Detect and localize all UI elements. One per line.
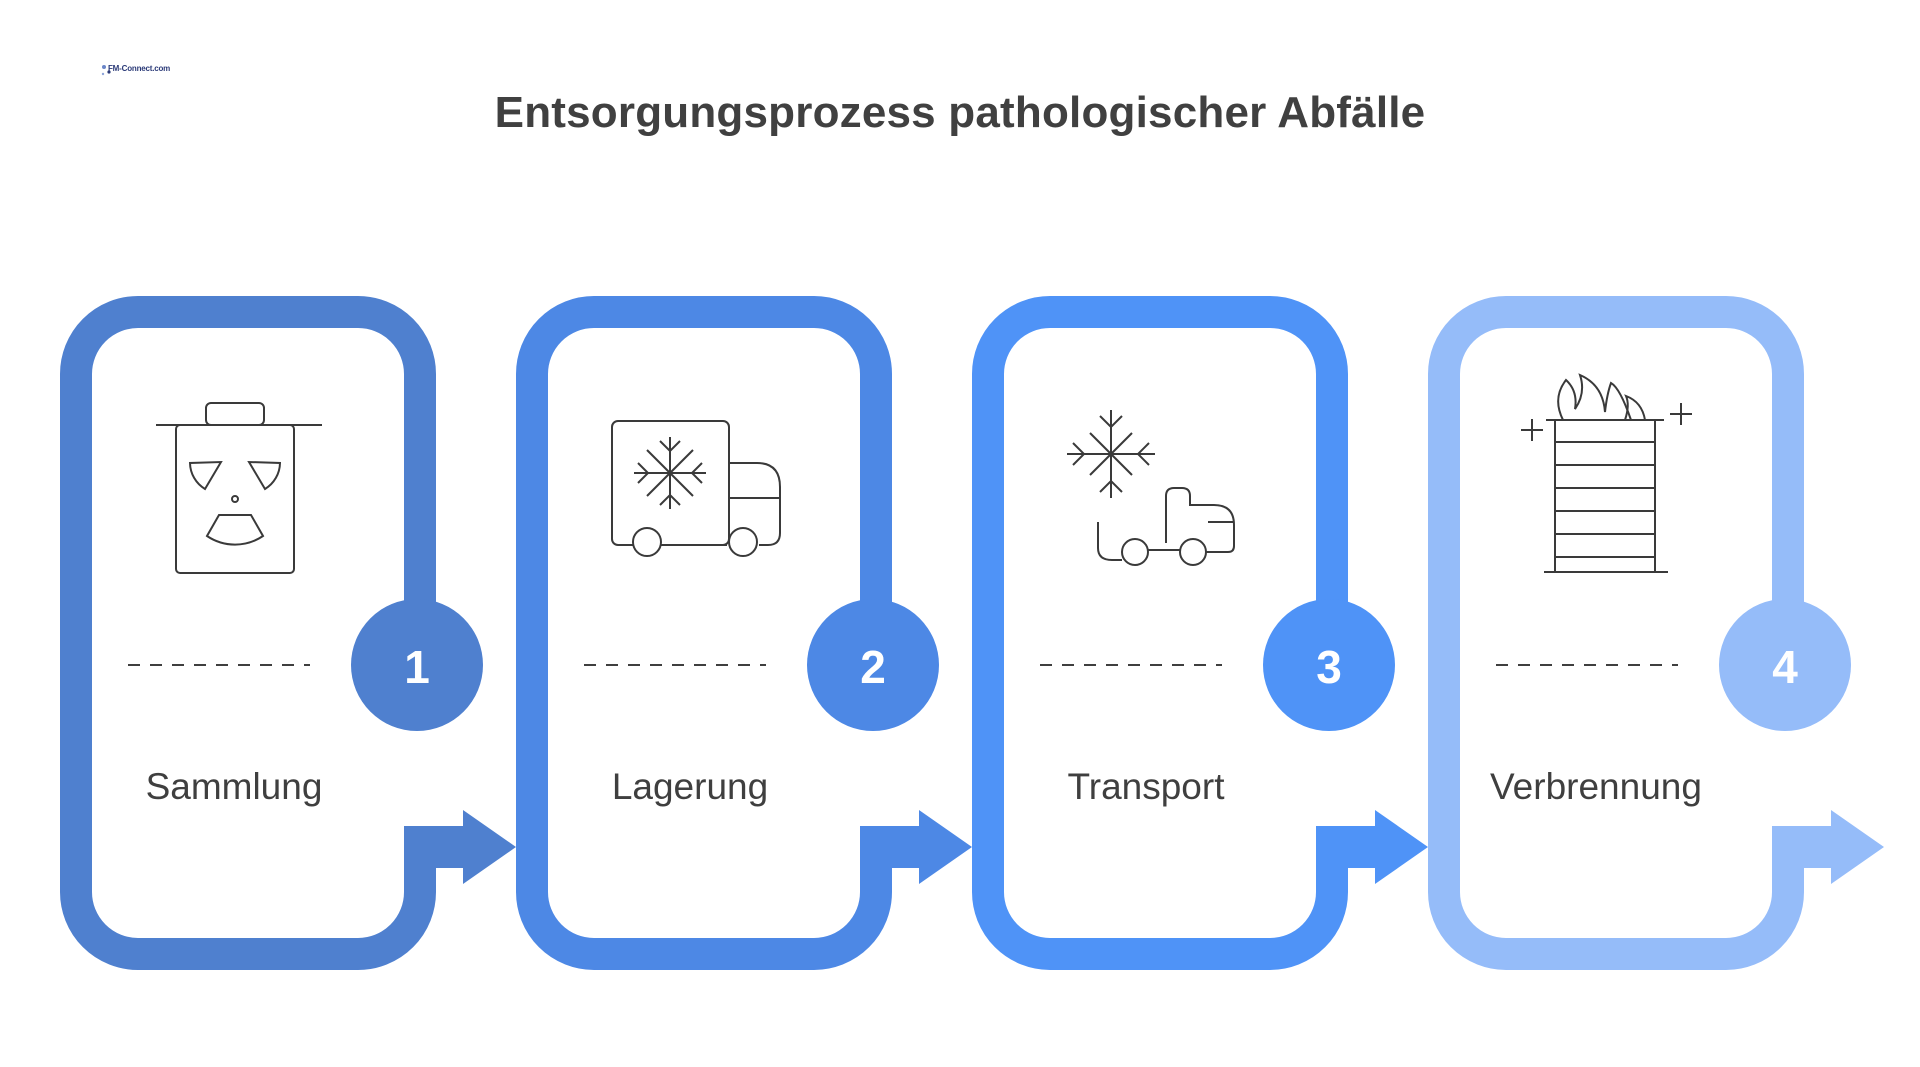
incinerator-icon <box>1521 373 1692 573</box>
step-3 <box>972 296 1428 970</box>
step-4-number: 4 <box>1772 641 1798 693</box>
radioactive-bin-icon <box>156 402 322 574</box>
step-3-frame <box>972 296 1348 970</box>
refrigerated-truck-icon <box>611 420 781 557</box>
step-4-label: Verbrennung <box>1490 766 1702 807</box>
page-title: Entsorgungsprozess pathologischer Abfäll… <box>494 88 1426 137</box>
step-2 <box>516 296 972 970</box>
step-3-badge <box>1263 599 1395 731</box>
step-4 <box>1428 296 1884 970</box>
step-3-label: Transport <box>1067 766 1225 807</box>
step-3-arrow <box>1316 810 1428 884</box>
step-1-number: 1 <box>404 641 430 693</box>
step-1-label: Sammlung <box>145 766 323 807</box>
step-2-badge <box>807 599 939 731</box>
step-1-arrow <box>404 810 516 884</box>
step-1 <box>60 296 516 970</box>
step-2-label: Lagerung <box>611 766 769 807</box>
step-4-badge <box>1719 599 1851 731</box>
step-2-arrow <box>860 810 972 884</box>
step-3-number: 3 <box>1316 641 1342 693</box>
step-4-arrow <box>1772 810 1884 884</box>
step-1-badge <box>351 599 483 731</box>
step-2-frame <box>516 296 892 970</box>
cold-transport-icon <box>1067 410 1235 566</box>
step-4-frame <box>1428 296 1804 970</box>
step-2-number: 2 <box>860 641 886 693</box>
logo-text: FM-Connect.com <box>108 64 171 73</box>
step-1-frame <box>60 296 436 970</box>
logo <box>101 65 111 76</box>
